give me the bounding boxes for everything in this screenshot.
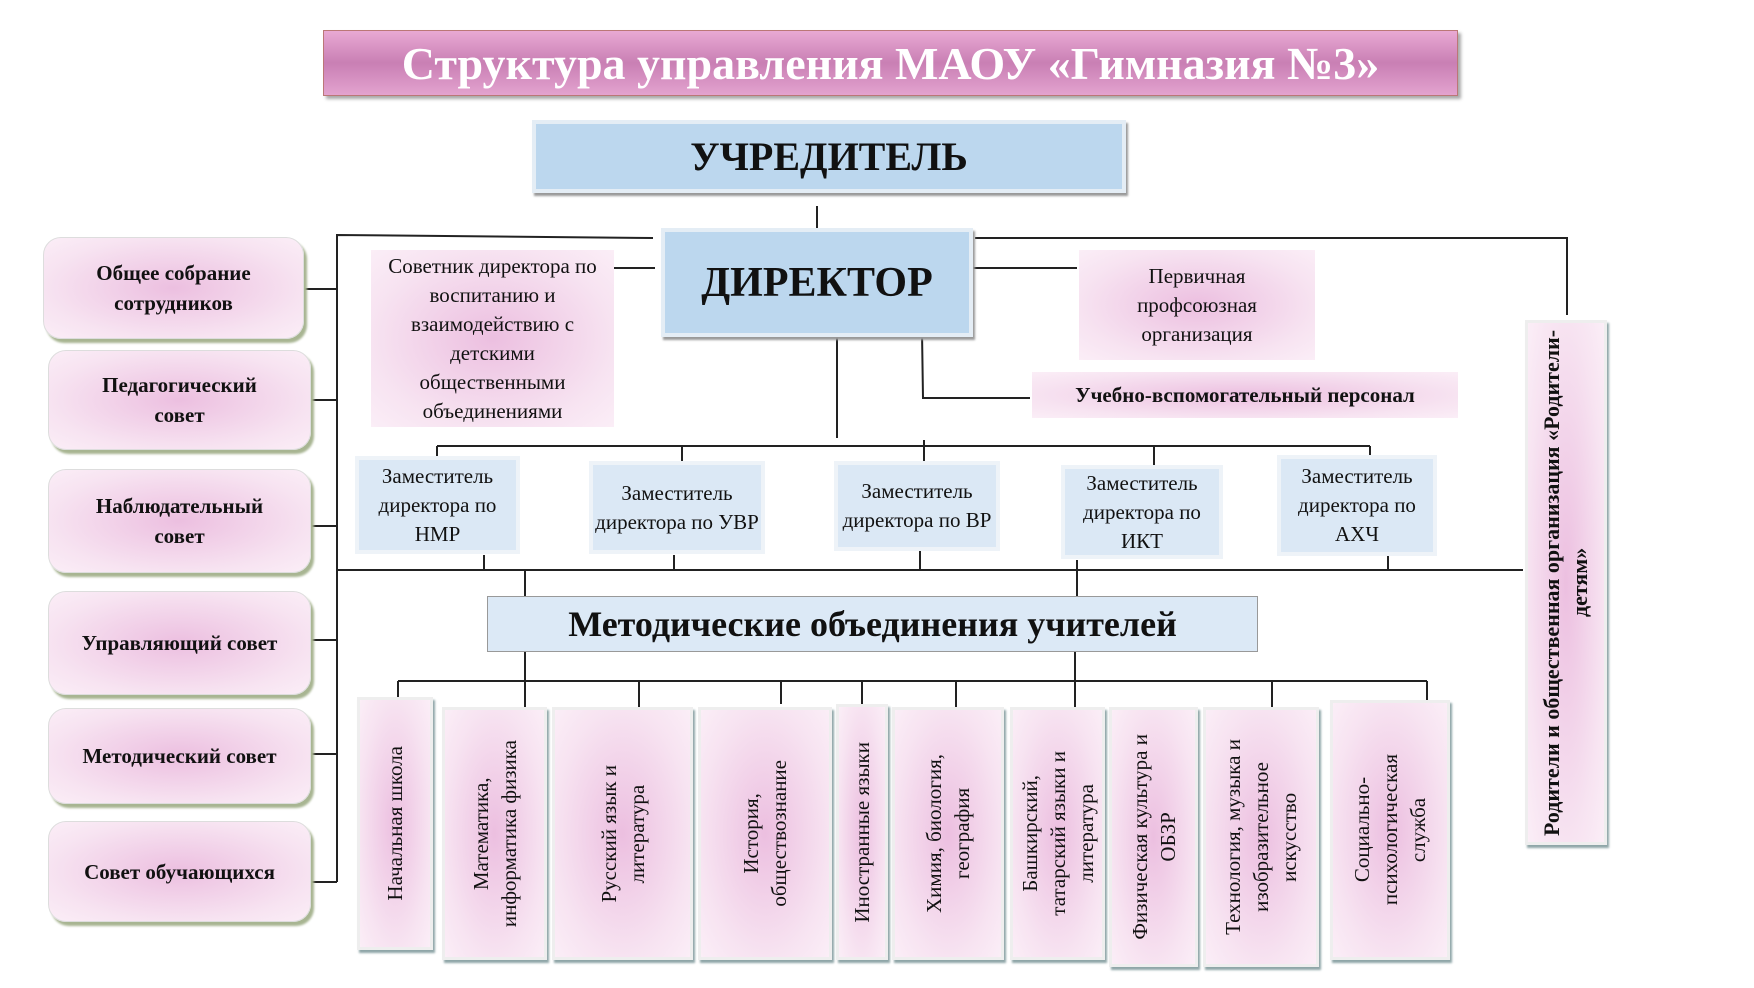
parents-label: Родители и общественная организация «Род…	[1539, 329, 1592, 836]
advisor-box: Советник директора по воспитанию и взаим…	[371, 250, 614, 427]
group-box: Математика, информатика физика	[442, 707, 547, 960]
group-box: Начальная школа	[357, 697, 433, 950]
group-label: Башкирский, татарский языки и литература	[1017, 751, 1098, 916]
group-label: Социально- психологическая служба	[1350, 754, 1430, 906]
left-body-box: Совет обучающихся	[48, 821, 311, 922]
group-box: Технология, музыка и изобразительное иск…	[1203, 707, 1319, 967]
group-box: Физическая культура и ОБЗР	[1109, 707, 1198, 967]
group-label: Химия, биология, география	[922, 754, 974, 913]
union-box: Первичная профсоюзная организация	[1079, 250, 1315, 360]
deputy-box: Заместитель директора по УВР	[589, 461, 765, 554]
group-box: Башкирский, татарский языки и литература	[1010, 707, 1105, 960]
deputy-box: Заместитель директора по НМР	[355, 456, 520, 554]
group-label: Русский язык и литература	[596, 764, 649, 903]
left-body-box: Методический совет	[48, 708, 311, 804]
group-box: Химия, биология, география	[892, 707, 1004, 960]
group-label: История, обществознание	[739, 760, 791, 907]
group-label: Математика, информатика физика	[468, 739, 521, 928]
deputy-box: Заместитель директора по ИКТ	[1061, 465, 1223, 559]
group-label: Физическая культура и ОБЗР	[1127, 734, 1180, 940]
deputy-box: Заместитель директора по АХЧ	[1277, 455, 1437, 556]
group-box: История, обществознание	[698, 707, 832, 960]
founder-box: УЧРЕДИТЕЛЬ	[532, 120, 1126, 193]
parents-box: Родители и общественная организация «Род…	[1525, 320, 1607, 845]
group-box: Социально- психологическая служба	[1330, 700, 1450, 960]
support-staff-box: Учебно-вспомогательный персонал	[1032, 372, 1458, 418]
group-label: Технология, музыка и изобразительное иск…	[1221, 739, 1301, 935]
left-body-box: Наблюдательный совет	[48, 469, 311, 573]
group-box: Русский язык и литература	[552, 707, 693, 960]
group-label: Начальная школа	[383, 746, 407, 901]
group-label: Иностранные языки	[850, 741, 874, 923]
left-body-box: Общее собрание сотрудников	[43, 237, 304, 339]
left-body-box: Педагогический совет	[48, 350, 311, 450]
director-box: ДИРЕКТОР	[661, 228, 973, 337]
group-box: Иностранные языки	[836, 704, 888, 960]
chart-title: Структура управления МАОУ «Гимназия №3»	[323, 30, 1458, 96]
left-body-box: Управляющий совет	[48, 591, 311, 695]
deputy-box: Заместитель директора по ВР	[834, 461, 1000, 551]
methodical-box: Методические объединения учителей	[487, 596, 1258, 652]
